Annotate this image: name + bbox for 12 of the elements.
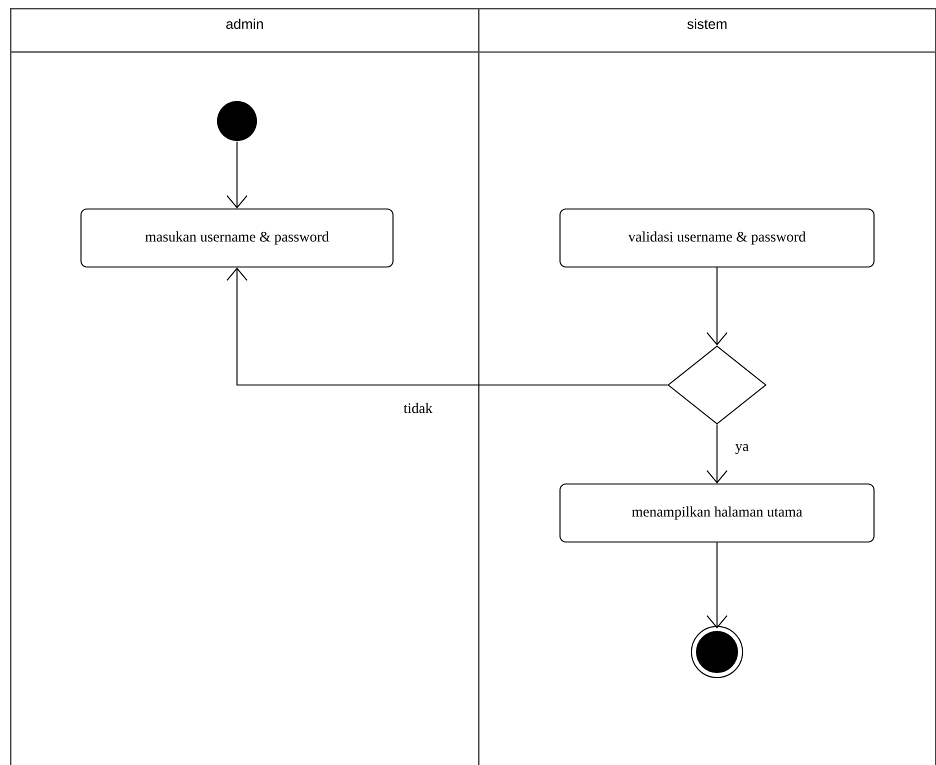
activity-box: masukan username & password	[80, 208, 394, 268]
arrow	[706, 542, 728, 628]
edge-label: ya	[734, 443, 750, 455]
end-node	[690, 626, 744, 678]
edge-label: tidak	[402, 402, 434, 414]
arrow	[706, 424, 728, 484]
arrow	[226, 142, 248, 208]
start-node	[217, 101, 257, 141]
arrow	[226, 268, 668, 386]
activity-box: menampilkan halaman utama	[559, 483, 875, 543]
arrow	[706, 268, 728, 346]
activity-box: validasi username & password	[559, 208, 875, 268]
